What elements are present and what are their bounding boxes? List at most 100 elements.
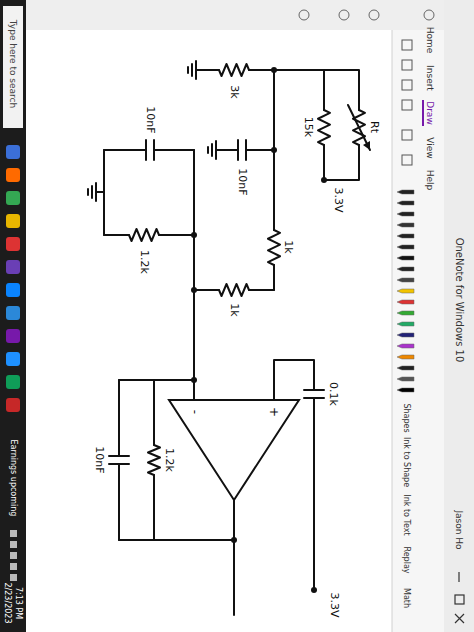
resistor-symbol [268,230,280,265]
capacitor-plate [304,389,324,391]
resistor-symbol [219,64,249,76]
component-value: 1k [227,303,240,316]
ground-symbol [96,191,104,193]
capacitor-plate [109,455,129,457]
supply-label: 3.3V [327,592,340,617]
window-title: OneNote for Windows 10 [453,238,465,363]
pen-icon [397,300,414,304]
tab-underline [422,100,424,126]
junction-dot [321,177,327,183]
thermistor-arrow [363,141,370,150]
taskbar-icon [6,306,20,320]
tray-icon [10,541,17,548]
ground-symbol [191,64,193,76]
ribbon-button: Ink to Shape [401,437,411,487]
pen-icon [397,344,414,348]
ground-symbol [95,183,97,201]
taskbar-icon [6,191,20,205]
ground-symbol [87,189,89,195]
wire [104,234,129,236]
wire [119,539,234,541]
thermistor-arrow [348,105,370,150]
ground-symbol [196,69,204,71]
tray-icon [10,574,17,581]
component-value: 0.1k [326,382,339,406]
sidebar-icon [424,10,434,20]
pen-icon [397,322,414,326]
resistor-symbol [148,445,160,475]
component-label: Rt [367,121,380,133]
taskbar-icon [6,283,20,297]
ground-symbol [187,67,189,73]
component-value: 1.2k [162,448,175,472]
taskbar-icon [6,237,20,251]
taskbar-icon [6,260,20,274]
wire [193,150,195,400]
resistor-symbol [318,110,330,145]
ribbon-tab: Help [425,170,436,191]
taskbar [0,0,26,632]
pen-icon [397,256,414,260]
news-widget: Earnings upcoming [8,440,18,517]
resistor-symbol [219,284,249,296]
ribbon-tab: Insert [425,65,436,91]
ribbon-button: Shapes [401,403,411,432]
wire [204,69,219,71]
pen-icon [397,267,414,271]
wire [246,149,274,151]
wire [154,149,194,151]
component-value: 15k [301,117,314,137]
ribbon-button: Replay [401,546,411,573]
wire [118,464,120,540]
taskbar-icon [6,145,20,159]
title-bar [444,0,474,632]
pen-icon [397,212,414,216]
ribbon [392,0,444,632]
ground-symbol [195,61,197,79]
clock-date: 2/23/2023 [2,582,12,623]
wire [153,380,155,445]
tray-icon [10,563,17,570]
wire [153,475,155,540]
ribbon-tab: Home [425,27,436,54]
ground-symbol [211,144,213,156]
opamp-symbol [169,400,299,500]
ribbon-tab: View [425,137,436,158]
pen-icon [397,289,414,293]
wire [273,265,275,290]
ribbon-border [392,0,393,632]
ground-symbol [216,149,224,151]
taskbar-icon [6,375,20,389]
taskbar-icon [6,168,20,182]
tool-icon [402,155,412,165]
close-icon [455,614,464,623]
tool-icon [402,100,412,110]
wire [224,149,238,151]
component-value: 10nF [143,106,156,133]
taskbar-icon [6,329,20,343]
junction-dot [311,587,317,593]
junction-dot [271,67,277,73]
wire [324,70,359,110]
pen-icon [397,333,414,337]
wire [324,145,359,180]
capacitor-plate [245,140,247,160]
ground-symbol [215,141,217,159]
wire [249,69,324,71]
wire [323,145,325,180]
resistor-symbol [129,229,159,241]
sidebar-icon [339,10,349,20]
wire [323,70,325,110]
search-placeholder: Type here to search [8,20,19,108]
sidebar-icon [369,10,379,20]
component-value: 1.2k [137,250,150,274]
wire [159,234,194,236]
ground-symbol [207,147,209,153]
pen-icon [397,377,414,381]
tool-icon [402,60,412,70]
pen-icon [397,311,414,315]
ribbon-button: Ink to Text [401,494,411,535]
component-value: 1k [281,240,294,253]
tool-icon [402,80,412,90]
